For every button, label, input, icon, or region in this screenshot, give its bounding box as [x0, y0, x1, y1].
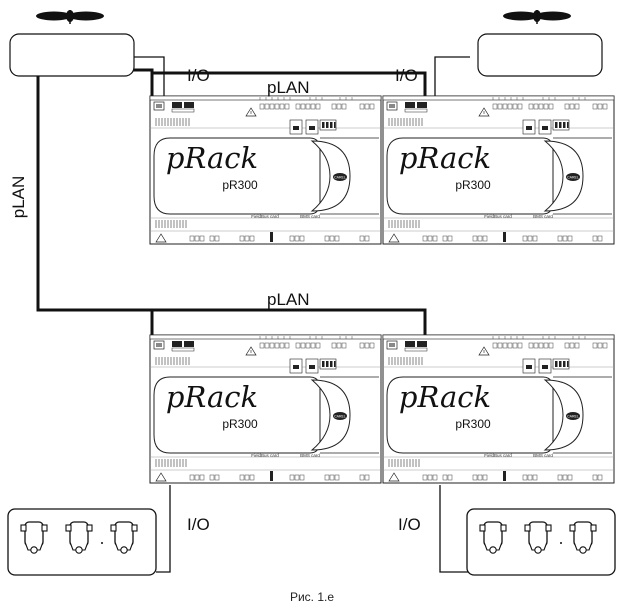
fan-icon: [502, 9, 572, 25]
io-label-bottom-left: I/O: [187, 515, 210, 534]
plan-label-top: pLAN: [267, 78, 310, 97]
io-label-top-right: I/O: [395, 66, 418, 85]
bms-label: BMS card: [533, 453, 553, 458]
model-label: pR300: [222, 178, 258, 192]
brand-label: pRack: [166, 141, 258, 175]
figure-caption: Рис. 1.e: [290, 590, 334, 604]
brand-label: pRack: [399, 380, 491, 414]
carel-logo: CAREL: [334, 176, 346, 180]
plan-label-middle: pLAN: [267, 290, 310, 309]
carel-logo: CAREL: [334, 415, 346, 419]
fan-unit-right: [477, 9, 603, 77]
io-label-top-left: I/O: [187, 66, 210, 85]
fieldbus-label: FieldBus card: [251, 453, 279, 458]
brand-label: pRack: [399, 141, 491, 175]
bms-label: BMS card: [533, 214, 553, 219]
fieldbus-label: FieldBus card: [251, 214, 279, 219]
carel-logo: CAREL: [567, 176, 579, 180]
fan-icon: [35, 9, 105, 25]
carel-logo: CAREL: [567, 415, 579, 419]
controller-bottom-right: pRack pR300 FieldBus card BMS card CAREL: [382, 334, 615, 484]
bms-label: BMS card: [300, 453, 320, 458]
plan-label-vertical: pLAN: [9, 176, 28, 219]
io-label-bottom-right: I/O: [398, 515, 421, 534]
controller-bottom-left: pRack pR300 FieldBus card BMS card CAREL: [149, 334, 382, 484]
model-label: pR300: [455, 178, 491, 192]
fan-unit-left: [9, 9, 135, 77]
fieldbus-label: FieldBus card: [484, 453, 512, 458]
io-lines: [134, 56, 470, 573]
controller-top-left: pRack pR300 FieldBus card BMS card CAREL: [149, 95, 382, 245]
brand-label: pRack: [166, 380, 258, 414]
model-label: pR300: [455, 417, 491, 431]
controller-top-right: pRack pR300 FieldBus card BMS card CAREL: [382, 95, 615, 245]
compressor-group-right: [466, 508, 616, 576]
fieldbus-label: FieldBus card: [484, 214, 512, 219]
model-label: pR300: [222, 417, 258, 431]
plan-network-lines: [36, 68, 427, 335]
compressor-group-left: [7, 508, 157, 576]
bms-label: BMS card: [300, 214, 320, 219]
